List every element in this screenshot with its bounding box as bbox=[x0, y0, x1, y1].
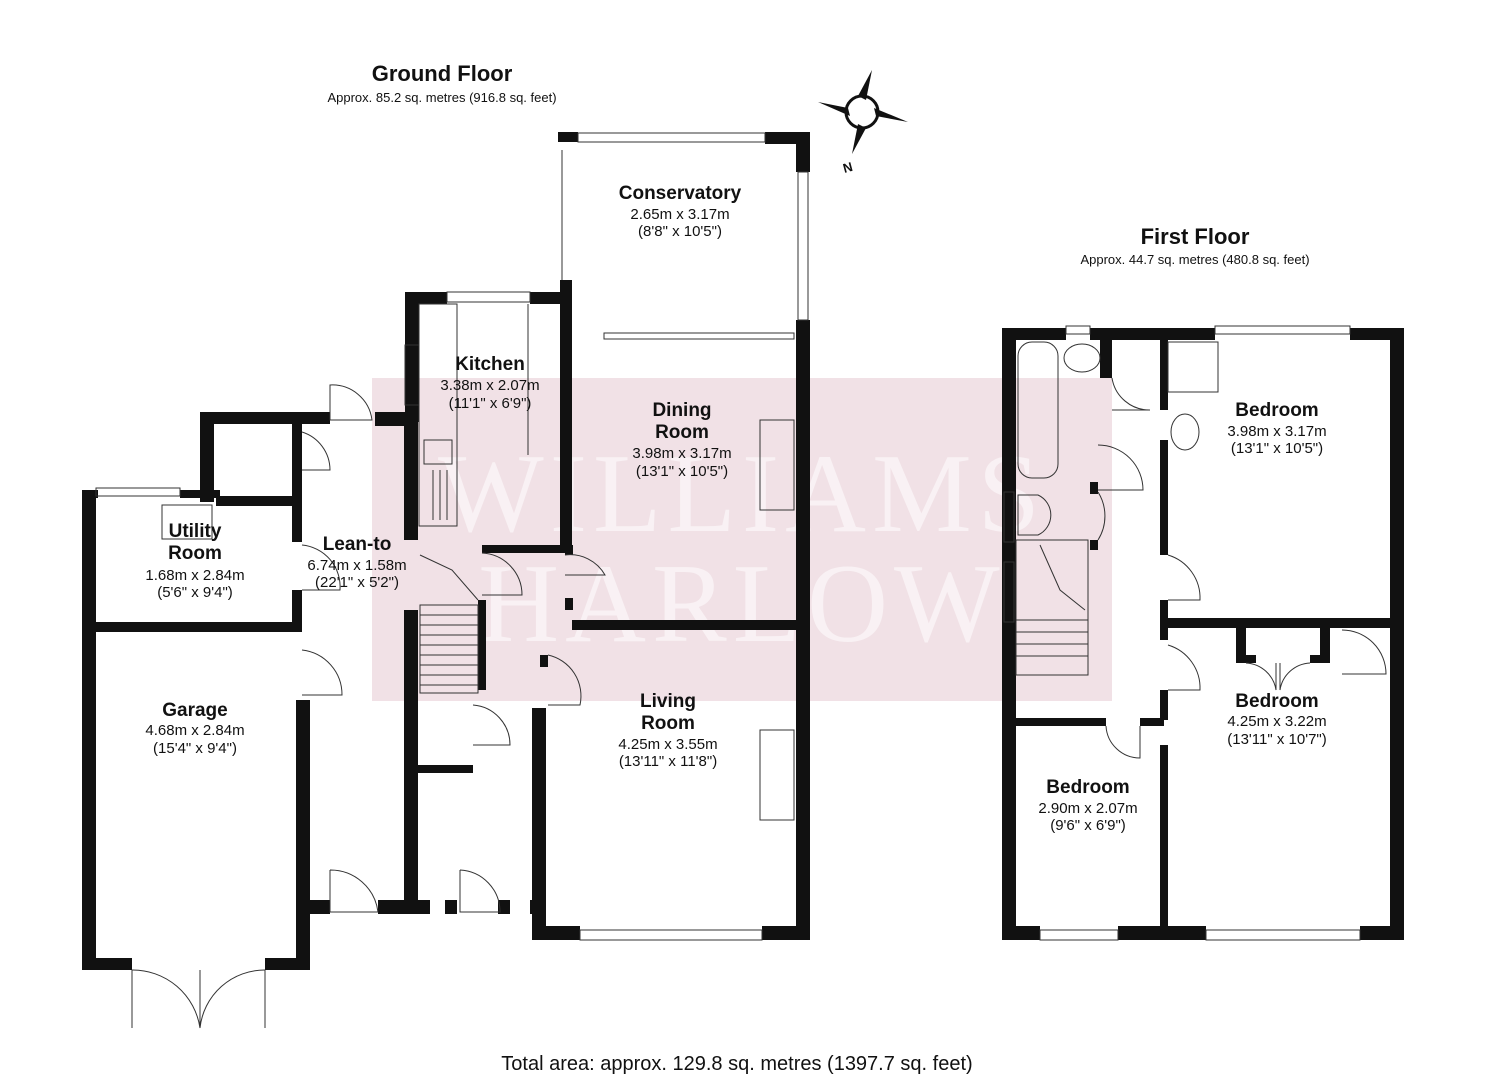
dining-room-name-line1: Dining bbox=[652, 400, 712, 421]
kitchen-imperial: (11'1" x 6'9") bbox=[448, 395, 532, 412]
first-floor-title: First Floor bbox=[1140, 224, 1250, 249]
utility-room-imperial: (5'6" x 9'4") bbox=[157, 584, 233, 601]
bedroom-1-imperial: (13'1" x 10'5") bbox=[1230, 440, 1324, 457]
living-room-name-line2: Room bbox=[641, 713, 695, 734]
living-room-name-line1: Living bbox=[640, 691, 696, 712]
bedroom-3-imperial: (9'6" x 6'9") bbox=[1050, 817, 1126, 834]
ground-floor-title: Ground Floor bbox=[371, 61, 513, 86]
conservatory-metric: 2.65m x 3.17m bbox=[630, 206, 730, 223]
watermark-box bbox=[372, 378, 1112, 701]
utility-room-name-line2: Room bbox=[168, 543, 222, 564]
living-room-metric: 4.25m x 3.55m bbox=[618, 736, 718, 753]
conservatory-imperial: (8'8" x 10'5") bbox=[638, 223, 722, 240]
watermark-line-1: WILLIAMS bbox=[438, 432, 1046, 556]
bedroom-2-metric: 4.25m x 3.22m bbox=[1227, 713, 1327, 730]
total-area: Total area: approx. 129.8 sq. metres (13… bbox=[501, 1053, 973, 1075]
garage-name: Garage bbox=[162, 700, 228, 721]
lean-to-imperial: (22'1" x 5'2") bbox=[315, 574, 399, 591]
bedroom-1-metric: 3.98m x 3.17m bbox=[1227, 423, 1327, 440]
garage-imperial: (15'4" x 9'4") bbox=[153, 740, 237, 757]
garage-metric: 4.68m x 2.84m bbox=[145, 722, 245, 739]
kitchen-metric: 3.38m x 2.07m bbox=[440, 377, 540, 394]
living-room-imperial: (13'11" x 11'8") bbox=[618, 753, 718, 770]
bedroom-2-name: Bedroom bbox=[1235, 691, 1319, 712]
lean-to-name: Lean-to bbox=[322, 534, 392, 555]
bedroom-2-imperial: (13'11" x 10'7") bbox=[1227, 731, 1327, 748]
utility-room-name-line1: Utility bbox=[168, 521, 222, 542]
dining-room-imperial: (13'1" x 10'5") bbox=[635, 463, 729, 480]
kitchen-name: Kitchen bbox=[455, 354, 525, 375]
compass-icon bbox=[818, 70, 908, 154]
ground-floor-area: Approx. 85.2 sq. metres (916.8 sq. feet) bbox=[327, 90, 557, 105]
lean-to-metric: 6.74m x 1.58m bbox=[307, 557, 407, 574]
conservatory-name: Conservatory bbox=[618, 183, 742, 204]
utility-room-metric: 1.68m x 2.84m bbox=[145, 567, 245, 584]
bedroom-1-name: Bedroom bbox=[1235, 400, 1319, 421]
dining-room-metric: 3.98m x 3.17m bbox=[632, 445, 732, 462]
dining-room-name-line2: Room bbox=[655, 422, 709, 443]
bedroom-3-metric: 2.90m x 2.07m bbox=[1038, 800, 1138, 817]
bedroom-3-name: Bedroom bbox=[1046, 777, 1130, 798]
first-floor-area: Approx. 44.7 sq. metres (480.8 sq. feet) bbox=[1080, 252, 1310, 267]
